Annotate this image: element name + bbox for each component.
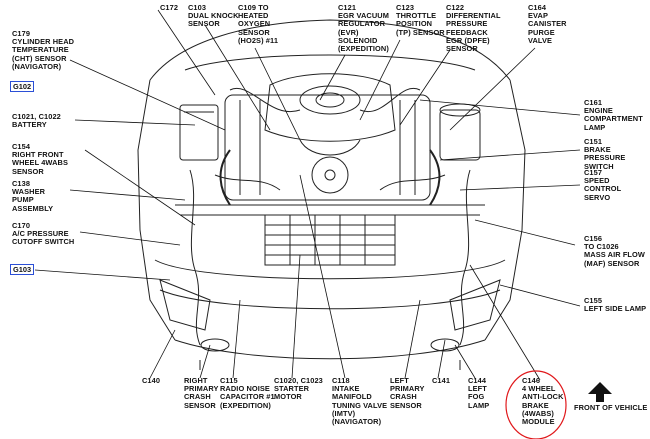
label-c121: C121 EGR VACUUM REGULATOR (EVR) SOLENOID…	[338, 3, 389, 54]
label-c109: C109 TO HEATED OXYGEN SENSOR (HO2S) #11	[238, 3, 279, 45]
label-c1021: C1021, C1022 BATTERY	[12, 112, 61, 130]
label-c151: C151 BRAKE PRESSURE SWITCH	[584, 137, 626, 171]
leader-lines	[34, 9, 581, 381]
label-c140: C140	[142, 376, 161, 385]
label-c164: C164 EVAP CANISTER PURGE VALVE	[528, 3, 567, 45]
highlight-circle	[505, 370, 567, 439]
label-c141: C141	[432, 376, 451, 385]
label-c146: C146 4 WHEEL ANTI-LOCK BRAKE (4WABS) MOD…	[522, 376, 564, 427]
label-c154: C154 RIGHT FRONT WHEEL 4WABS SENSOR	[12, 142, 68, 176]
label-c122: C122 DIFFERENTIAL PRESSURE FEEDBACK EGR …	[446, 3, 501, 54]
label-c123: C123 THROTTLE POSITION (TP) SENSOR	[396, 3, 445, 37]
label-c118: C118 INTAKE MANIFOLD TUNING VALVE (IMTV)…	[332, 376, 388, 427]
label-c115: C115 RADIO NOISE CAPACITOR #1 (EXPEDITIO…	[220, 376, 275, 410]
label-c155: C155 LEFT SIDE LAMP	[584, 296, 647, 314]
label-c161: C161 ENGINE COMPARTMENT LAMP	[584, 98, 643, 132]
label-g103: G103	[10, 264, 35, 275]
label-right-primary-crash-sensor: RIGHT PRIMARY CRASH SENSOR	[184, 376, 219, 410]
label-c144: C144 LEFT FOG LAMP	[468, 376, 490, 410]
label-c157: C157 SPEED CONTROL SERVO	[584, 168, 622, 202]
label-c172: C172	[160, 3, 179, 12]
label-c179: C179 CYLINDER HEAD TEMPERATURE (CHT) SEN…	[12, 29, 75, 71]
label-c170: C170 A/C PRESSURE CUTOFF SWITCH	[12, 221, 75, 247]
label-g102: G102	[10, 81, 35, 92]
label-c103: C103 DUAL KNOCK SENSOR	[188, 3, 239, 29]
label-front-of-vehicle: FRONT OF VEHICLE	[574, 403, 648, 412]
front-of-vehicle-arrow-icon	[588, 382, 612, 402]
label-c138: C138 WASHER PUMP ASSEMBLY	[12, 179, 54, 213]
label-c1020: C1020, C1023 STARTER MOTOR	[274, 376, 323, 402]
label-left-primary-crash-sensor: LEFT PRIMARY CRASH SENSOR	[390, 376, 425, 410]
label-c156: C156 TO C1026 MASS AIR FLOW (MAF) SENSOR	[584, 234, 645, 268]
